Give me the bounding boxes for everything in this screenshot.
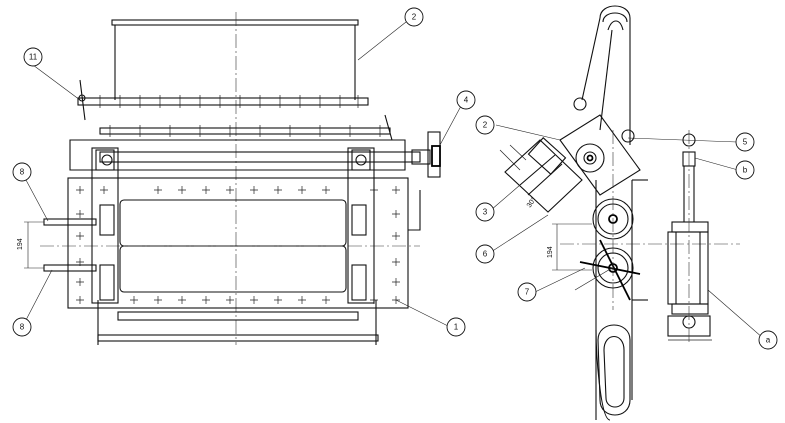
bolt-pattern: [76, 186, 400, 304]
svg-text:2: 2: [412, 13, 417, 22]
svg-text:8: 8: [20, 323, 25, 332]
callout-2-left: 2: [404, 7, 424, 27]
main-plate: [67, 177, 409, 309]
svg-text:11: 11: [29, 53, 38, 62]
callout-3: 3: [475, 202, 495, 222]
front-view: 194: [17, 12, 462, 345]
bottom-lever-loop: [597, 324, 631, 416]
lower-roller: [119, 245, 347, 293]
diagonal-dimension: 30°: [525, 196, 538, 209]
callout-7: 7: [517, 282, 537, 302]
callout-8-bottom: 8: [12, 317, 32, 337]
svg-text:7: 7: [525, 288, 530, 297]
left-dimension: 194: [17, 238, 24, 250]
svg-text:a: a: [766, 336, 771, 345]
svg-text:2: 2: [483, 121, 488, 130]
callout-1: 1: [446, 317, 466, 337]
top-lever-loop: [599, 5, 631, 145]
svg-text:8: 8: [20, 168, 25, 177]
side-view: 194 30°: [490, 5, 764, 421]
right-bearing-block: [347, 147, 375, 304]
upper-shaft-end: [43, 218, 97, 226]
callout-5: 5: [735, 132, 755, 152]
svg-text:b: b: [743, 166, 748, 175]
callout-4: 4: [456, 90, 476, 110]
callout-11: 11: [23, 47, 43, 67]
callout-2-right: 2: [475, 115, 495, 135]
upper-shaft: [77, 97, 369, 106]
svg-text:5: 5: [743, 138, 748, 147]
middle-rail: [99, 127, 391, 135]
upper-pivot: [575, 143, 605, 173]
callout-8-top: 8: [12, 162, 32, 182]
svg-text:4: 4: [464, 96, 469, 105]
cylinder-body: [667, 231, 709, 305]
drive-housing: [499, 137, 583, 213]
svg-text:3: 3: [483, 208, 488, 217]
svg-text:6: 6: [483, 250, 488, 259]
frame-bar: [69, 139, 406, 171]
callout-a: a: [758, 330, 778, 350]
pneumatic-cylinder: [667, 133, 712, 341]
callout-b: b: [735, 160, 755, 180]
upper-roller: [119, 199, 347, 247]
top-rail: [111, 19, 359, 26]
svg-text:1: 1: [454, 323, 459, 332]
callout-6: 6: [475, 244, 495, 264]
right-dimension: 194: [547, 246, 554, 258]
